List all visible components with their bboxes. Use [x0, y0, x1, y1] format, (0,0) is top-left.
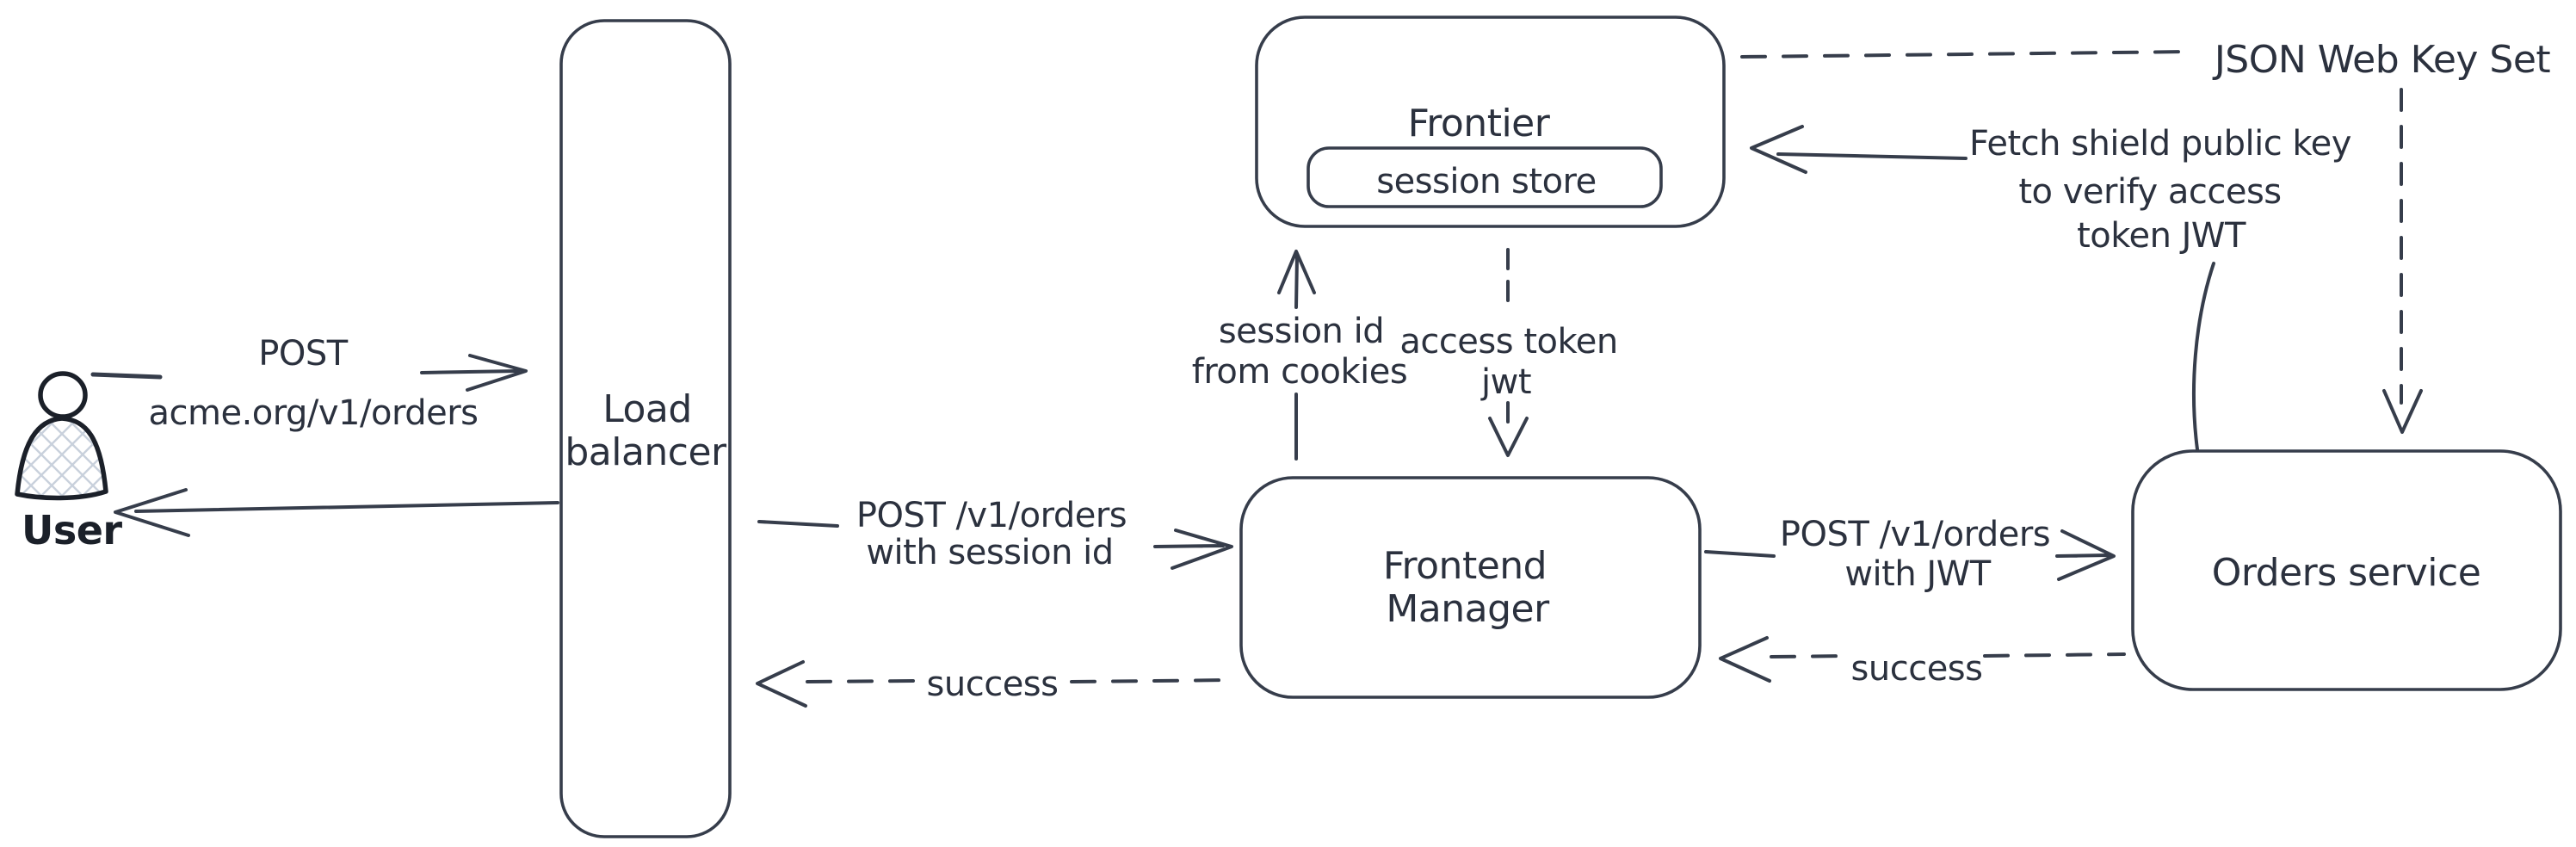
load-balancer-node: Load balancer — [559, 19, 732, 838]
edge-lb-post: POST /v1/orders with session id — [757, 496, 1233, 572]
arrow-right-icon — [1153, 529, 1233, 570]
edge-fm-post-label-line2: with JWT — [1844, 554, 1991, 594]
arrow-left-icon — [114, 488, 190, 537]
edge-fm-post-label-line1: POST /v1/orders — [1780, 515, 2050, 554]
edge-session-id-label-line2: from cookies — [1192, 352, 1407, 392]
arrow-left-icon — [1750, 125, 1807, 174]
frontend-manager-box — [1239, 476, 1702, 699]
edge-fm-success-label: success — [1851, 649, 1983, 689]
frontier-node: Frontier session store — [1255, 15, 1726, 228]
edge-user-post-label-line1: POST — [258, 334, 348, 374]
edge-lb-post-line — [757, 520, 839, 528]
user-icon — [38, 371, 88, 419]
edge-lb-success-label: success — [927, 665, 1059, 704]
load-balancer-label-line2: balancer — [565, 430, 727, 474]
edge-fetch-key-line — [1776, 152, 1968, 160]
arrow-down-icon — [2382, 389, 2423, 434]
edge-access-token: access token jwt — [1399, 248, 1618, 457]
orders-service-node: Orders service — [2131, 449, 2562, 691]
edge-user-post-line — [90, 372, 163, 380]
edge-user-post: POST acme.org/v1/orders — [90, 334, 528, 433]
user-actor: User — [15, 371, 123, 553]
load-balancer-label-line1: Load — [602, 387, 692, 431]
session-store-label: session store — [1376, 162, 1596, 201]
frontier-label: Frontier — [1408, 102, 1551, 145]
edge-lb-success: success — [756, 660, 1235, 708]
edge-fm-post-line — [1704, 550, 1776, 558]
edge-session-id-label-line1: session id — [1219, 312, 1384, 351]
arrow-right-icon — [2055, 529, 2116, 581]
edge-fetch-key-label-line2: to verify access — [2018, 172, 2281, 212]
edge-lb-return — [114, 488, 559, 537]
arrow-up-icon — [1277, 250, 1316, 294]
edge-fetch-key-label-line1: Fetch shield public key — [1969, 124, 2351, 164]
orders-service-label: Orders service — [2212, 551, 2481, 595]
edge-user-post-label-line2: acme.org/v1/orders — [149, 393, 479, 433]
edge-fetch-key-label-line3: token JWT — [2077, 216, 2246, 256]
edge-fetch-key-curve — [2192, 262, 2215, 451]
frontend-manager-node: Frontend Manager — [1239, 476, 1702, 699]
edge-session-id-line-upper — [1294, 255, 1299, 309]
load-balancer-box — [559, 19, 732, 838]
edge-access-token-label-line2: jwt — [1480, 362, 1531, 402]
edge-lb-success-dash-right — [1070, 678, 1235, 683]
edge-lb-post-label-line1: POST /v1/orders — [856, 496, 1127, 535]
edge-fm-post: POST /v1/orders with JWT — [1704, 515, 2116, 594]
user-label: User — [22, 507, 122, 553]
user-body-icon — [15, 416, 108, 501]
edge-lb-post-label-line2: with session id — [866, 533, 1113, 572]
edge-fm-success-dash-right — [1983, 652, 2126, 658]
edge-fm-success: success — [1719, 636, 2126, 689]
arrow-left-icon — [756, 660, 807, 708]
edge-fm-success-dash-left — [1770, 654, 1850, 658]
arrow-left-icon — [1719, 636, 1771, 683]
arrow-down-icon — [1488, 417, 1529, 457]
session-store-box — [1307, 146, 1663, 208]
edge-lb-return-line — [134, 501, 559, 513]
edge-fetch-key: Fetch shield public key to verify access… — [1750, 124, 2351, 451]
frontend-manager-label-line1: Frontend — [1383, 544, 1547, 588]
edge-lb-success-dash-left — [806, 679, 916, 683]
orders-service-box — [2131, 449, 2562, 691]
arrow-right-icon — [420, 354, 528, 392]
edge-jwks: JSON Web Key Set — [1740, 38, 2551, 434]
edge-jwks-dash-horizontal — [1740, 50, 2191, 59]
frontend-manager-label-line2: Manager — [1386, 587, 1550, 631]
edge-access-token-label-line1: access token — [1399, 322, 1617, 362]
edge-session-id: session id from cookies — [1192, 250, 1408, 461]
edge-jwks-label: JSON Web Key Set — [2212, 38, 2551, 82]
